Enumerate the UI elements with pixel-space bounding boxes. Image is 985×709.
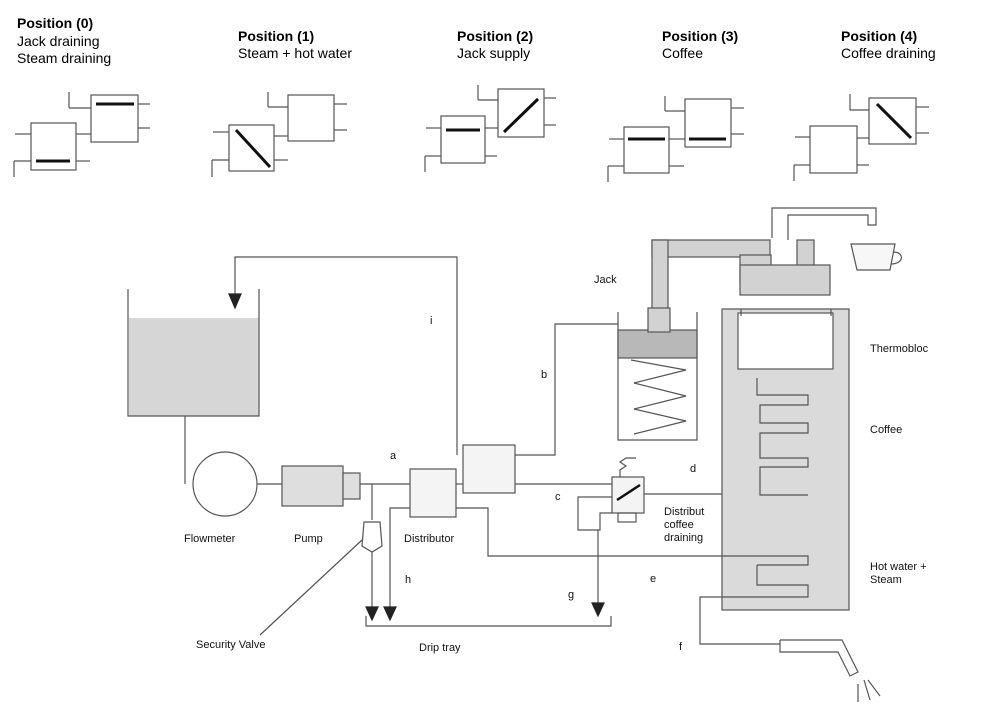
drain-line-h bbox=[383, 507, 410, 622]
line-label-b: b bbox=[541, 369, 548, 381]
line-label-d: d bbox=[690, 463, 697, 475]
flowmeter-circle bbox=[192, 451, 258, 517]
coffee-label: Coffee bbox=[870, 424, 903, 436]
return-line-i bbox=[228, 256, 458, 455]
line-e bbox=[456, 507, 722, 557]
valve-position-1 bbox=[211, 92, 347, 177]
position-0-line-2: Steam draining bbox=[17, 50, 112, 66]
distributor-label: Distributor bbox=[404, 533, 455, 545]
hot-water-steam-label-1: Hot water + bbox=[870, 561, 927, 573]
valve-position-0 bbox=[13, 92, 150, 177]
valve-position-4 bbox=[793, 94, 929, 181]
distribut-coffee-draining-label-2: coffee bbox=[664, 519, 694, 531]
line-label-f: f bbox=[679, 641, 683, 653]
pump-body bbox=[281, 465, 361, 507]
drip-tray-label: Drip tray bbox=[419, 642, 461, 654]
position-4-title: Position (4) bbox=[841, 28, 918, 44]
line-label-h: h bbox=[405, 574, 412, 586]
position-1-line-1: Steam + hot water bbox=[238, 45, 353, 61]
position-1-title: Position (1) bbox=[238, 28, 315, 44]
distribut-coffee-draining-label-3: draining bbox=[664, 532, 704, 544]
coffee-outlet bbox=[771, 207, 902, 271]
position-0-title: Position (0) bbox=[17, 15, 94, 31]
security-valve bbox=[259, 484, 383, 636]
valve-position-2 bbox=[424, 85, 556, 172]
position-2-title: Position (2) bbox=[457, 28, 534, 44]
line-label-g: g bbox=[568, 589, 575, 601]
position-4-line-1: Coffee draining bbox=[841, 45, 936, 61]
flowmeter-label: Flowmeter bbox=[184, 533, 236, 545]
supply-line-b bbox=[515, 323, 618, 456]
hot-water-steam-label-2: Steam bbox=[870, 574, 902, 586]
distribut-coffee-draining-label-1: Distribut bbox=[664, 506, 705, 518]
position-3-title: Position (3) bbox=[662, 28, 739, 44]
thermobloc bbox=[699, 308, 881, 702]
position-2-line-1: Jack supply bbox=[457, 45, 531, 61]
line-label-e: e bbox=[650, 573, 657, 585]
pump-label: Pump bbox=[294, 533, 323, 545]
security-valve-label: Security Valve bbox=[196, 639, 266, 651]
line-label-a: a bbox=[390, 450, 397, 462]
jack bbox=[617, 239, 831, 441]
line-label-c: c bbox=[555, 491, 561, 503]
position-3-line-1: Coffee bbox=[662, 45, 703, 61]
line-label-i: i bbox=[430, 315, 433, 327]
jack-label: Jack bbox=[594, 274, 617, 286]
valve-position-3 bbox=[607, 96, 744, 182]
position-0-line-1: Jack draining bbox=[17, 33, 100, 49]
thermobloc-label: Thermobloc bbox=[870, 343, 929, 355]
water-tank bbox=[127, 289, 260, 484]
drip-tray bbox=[365, 616, 612, 627]
distribut-coffee-draining-valve bbox=[577, 457, 722, 618]
distributor-upper bbox=[462, 444, 516, 494]
distributor-lower bbox=[409, 468, 457, 518]
